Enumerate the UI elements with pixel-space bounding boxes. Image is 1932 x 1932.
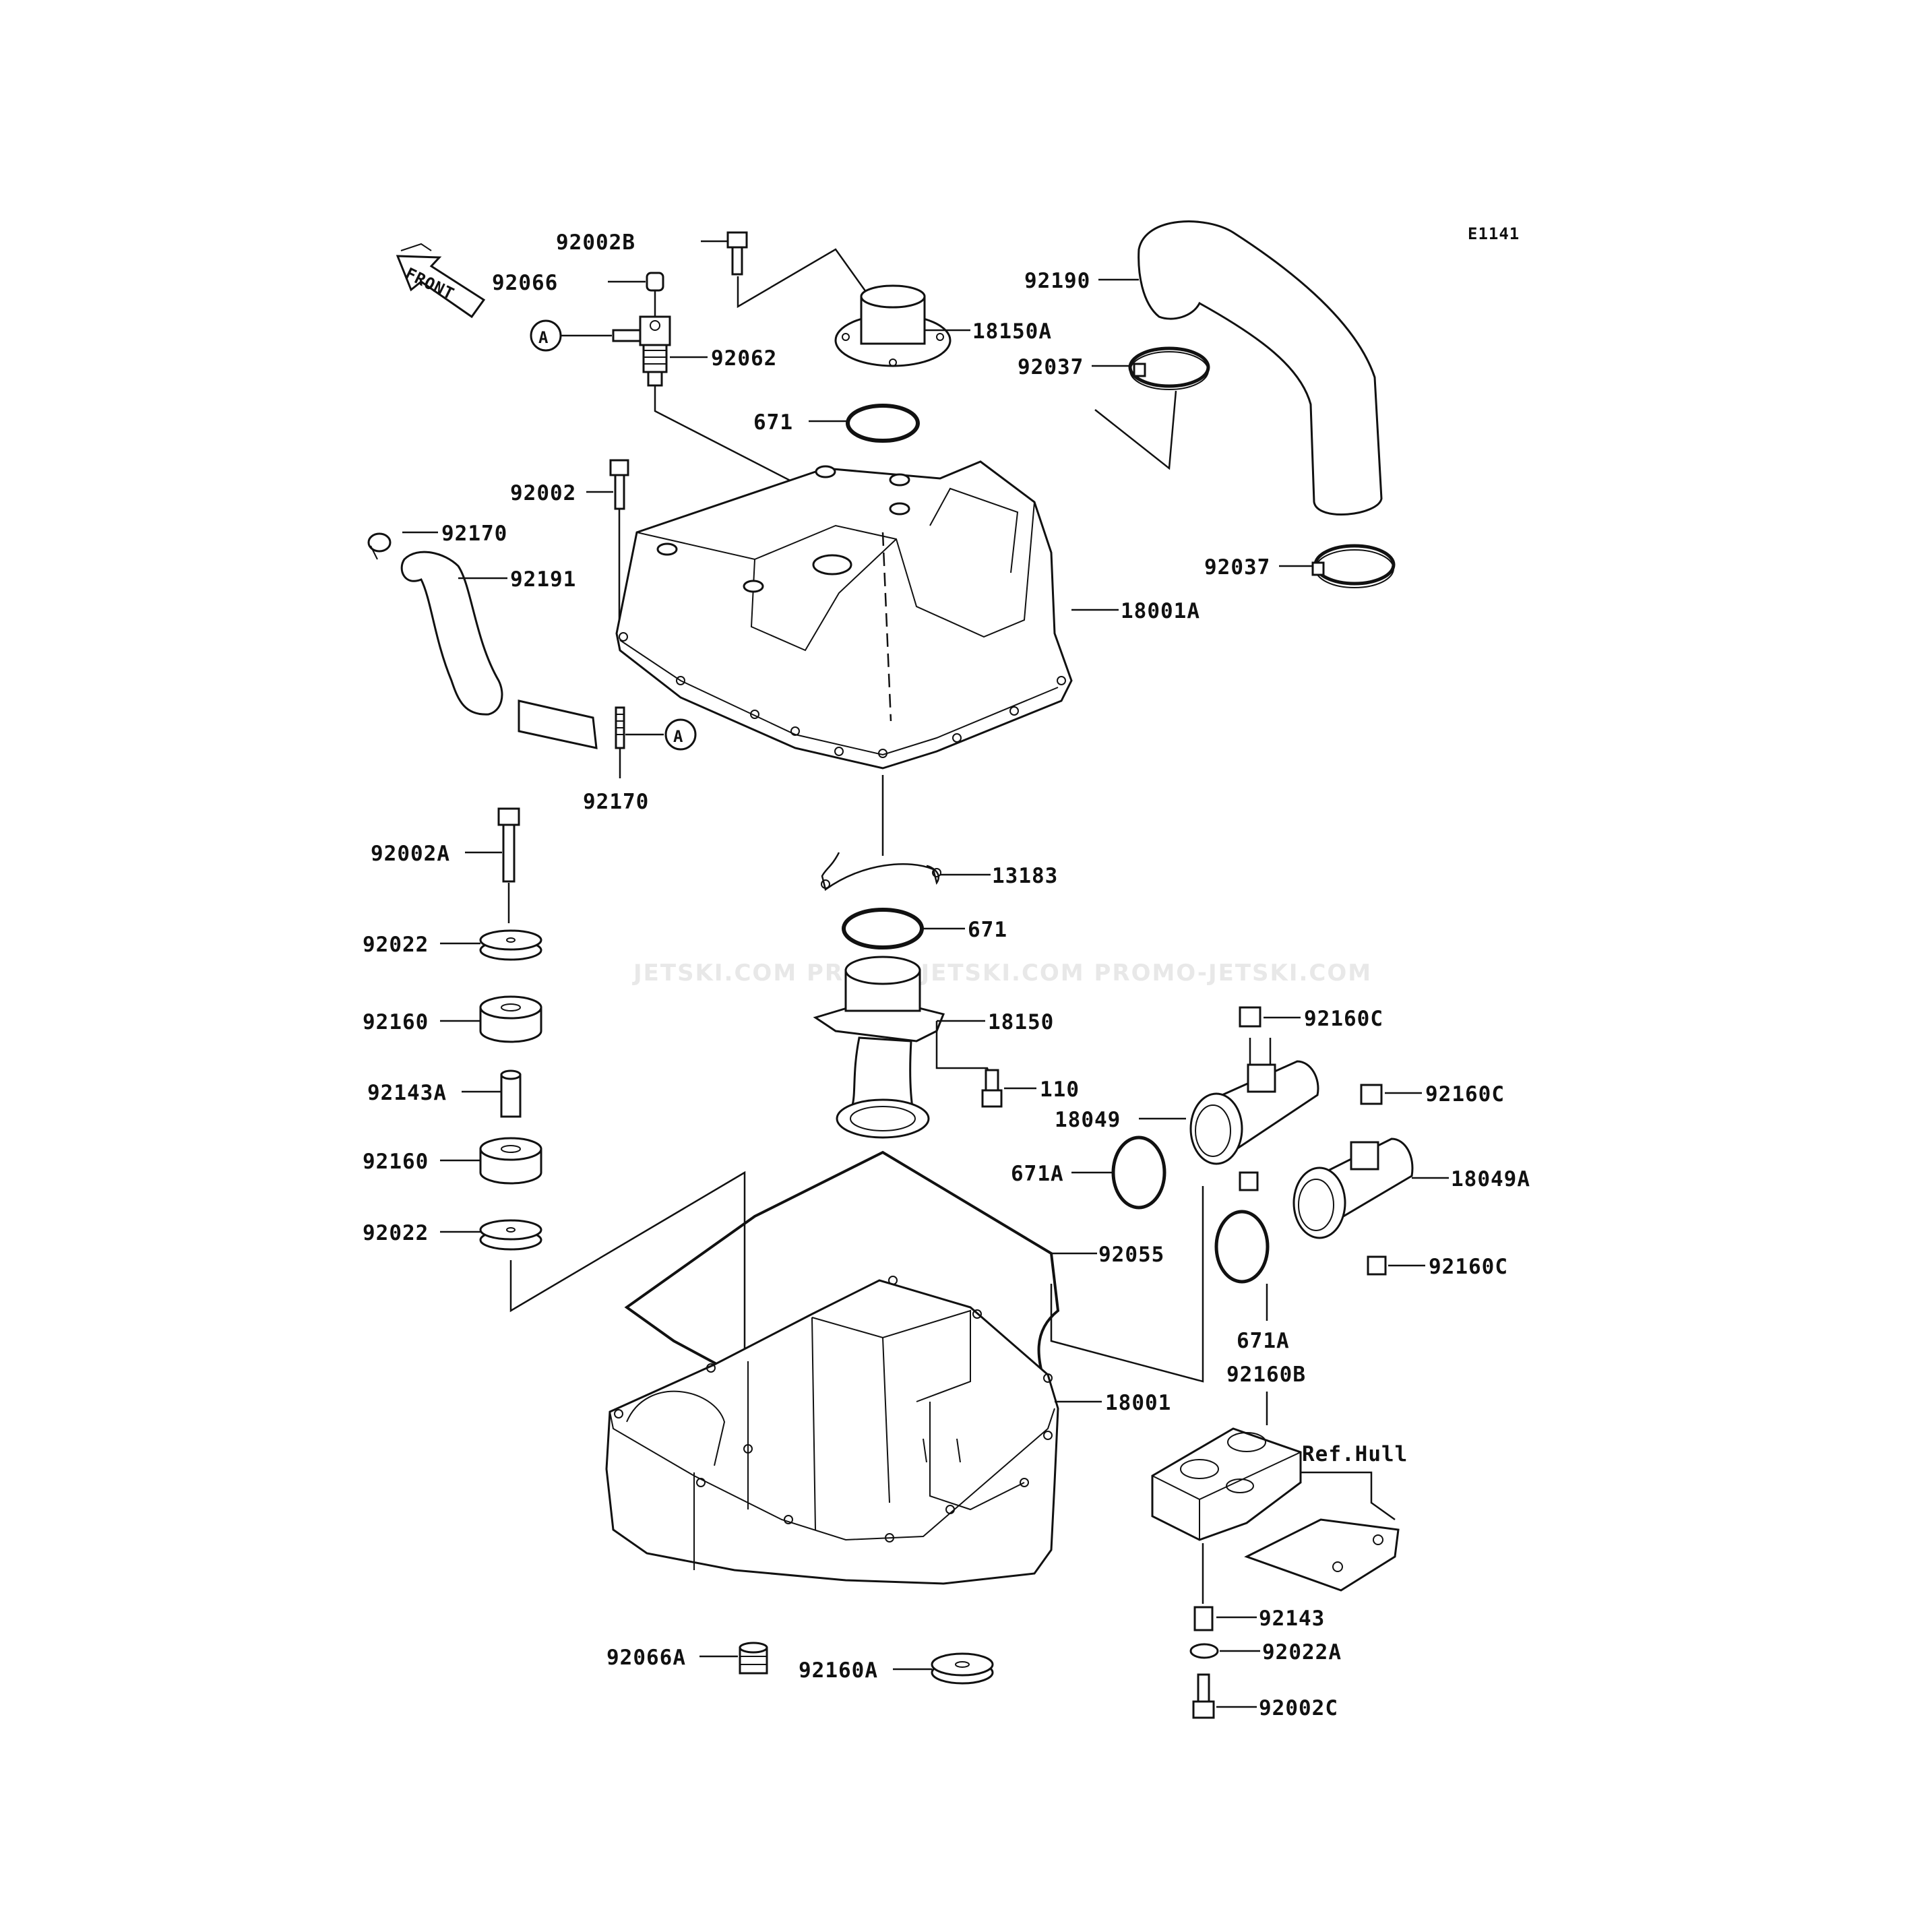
label-18049: 18049	[1055, 1108, 1121, 1132]
pipe-18049A-part	[1292, 1138, 1414, 1239]
label-92143: 92143	[1259, 1607, 1325, 1631]
label-92160-top: 92160	[363, 1010, 429, 1034]
label-671A-left: 671A	[1011, 1162, 1064, 1186]
label-92170-bottom: 92170	[583, 790, 649, 814]
label-18150: 18150	[988, 1010, 1054, 1034]
bolt-92002-part	[609, 459, 629, 510]
hull-bracket-part	[1244, 1518, 1400, 1592]
o-ring-671-top-part	[846, 404, 920, 443]
front-arrow-icon: FRONT	[396, 243, 486, 319]
label-92002: 92002	[510, 481, 576, 505]
label-92002B: 92002B	[556, 230, 635, 255]
label-92002A: 92002A	[371, 842, 450, 866]
air-box-cover-18001A-part	[615, 460, 1073, 770]
bolt-92002B-part	[726, 231, 748, 276]
label-13183: 13183	[992, 864, 1058, 888]
label-92022-bottom: 92022	[363, 1221, 429, 1245]
label-92022A: 92022A	[1262, 1640, 1342, 1664]
label-92037-top: 92037	[1018, 355, 1084, 379]
bracket-92160B-part	[1151, 1427, 1302, 1541]
label-92160C-1: 92160C	[1304, 1007, 1383, 1031]
label-18150A: 18150A	[972, 319, 1052, 344]
label-18001: 18001	[1105, 1391, 1171, 1415]
label-110: 110	[1040, 1078, 1080, 1102]
label-92160B: 92160B	[1226, 1363, 1306, 1387]
ref-hull-label: Ref.Hull	[1302, 1442, 1408, 1466]
collar-92143A-part	[500, 1069, 522, 1118]
o-ring-671A-bottom-part	[1214, 1210, 1270, 1284]
plate-13183-part	[821, 852, 939, 892]
diagram-code: E1141	[1468, 224, 1520, 243]
clamp-92170-top-part	[367, 532, 392, 560]
ref-marker-a-top-text: A	[538, 328, 549, 347]
clip-92160C-2-part	[1360, 1084, 1383, 1105]
o-ring-671A-left-part	[1111, 1135, 1166, 1210]
pipe-18049-part	[1189, 1038, 1319, 1165]
bolt-92002C-part	[1192, 1673, 1215, 1719]
fitting-92062-part	[612, 315, 671, 387]
label-92037-right: 92037	[1204, 555, 1270, 580]
air-box-case-18001-part	[605, 1276, 1059, 1585]
o-ring-671-mid-part	[842, 908, 924, 949]
label-92160C-2: 92160C	[1425, 1082, 1505, 1107]
label-92002C: 92002C	[1259, 1696, 1338, 1720]
hose-92191-end-part	[518, 699, 598, 749]
label-92062: 92062	[711, 346, 777, 371]
damper-92160A-part	[931, 1652, 994, 1685]
ref-marker-a-bottom-text: A	[673, 727, 683, 746]
label-671A-bottom: 671A	[1237, 1329, 1290, 1353]
guide-18150	[935, 1021, 992, 1079]
label-18049A: 18049A	[1451, 1167, 1530, 1191]
clip-92160C-under-18049-part	[1239, 1171, 1259, 1191]
leader-ref-hull	[1301, 1471, 1396, 1521]
label-92143A: 92143A	[367, 1081, 447, 1105]
label-92022-top: 92022	[363, 933, 429, 957]
clamp-92037-right-part	[1311, 544, 1396, 588]
ref-marker-a-bottom	[664, 718, 697, 751]
washer-92022-bottom-part	[479, 1219, 542, 1251]
label-92066A: 92066A	[606, 1646, 686, 1670]
label-92191: 92191	[510, 567, 576, 592]
guide-18049	[1050, 1186, 1204, 1383]
label-92190: 92190	[1024, 269, 1090, 293]
label-92160C-3: 92160C	[1429, 1255, 1508, 1279]
duct-18150-part	[813, 956, 945, 1139]
label-92066: 92066	[492, 271, 558, 295]
label-671-mid: 671	[968, 918, 1007, 942]
cap-18150A-part	[834, 284, 952, 367]
hose-92190-part	[1138, 220, 1383, 516]
guide-left-stack	[509, 1171, 746, 1368]
label-92160A: 92160A	[799, 1658, 878, 1683]
plug-92066A-part	[739, 1642, 768, 1675]
label-18001A: 18001A	[1121, 599, 1200, 623]
label-671-top: 671	[753, 410, 793, 435]
cap-92066-part	[646, 272, 664, 292]
washer-92022-top-part	[479, 929, 542, 961]
clip-92160C-3-part	[1367, 1255, 1387, 1276]
hose-92191-part	[400, 551, 503, 716]
guide-92037-top	[1094, 390, 1177, 470]
damper-92160-bottom-part	[479, 1137, 542, 1185]
label-92170-top: 92170	[441, 522, 507, 546]
washer-92022A-part	[1189, 1643, 1219, 1659]
label-92160-bottom: 92160	[363, 1150, 429, 1174]
bolt-110-part	[981, 1069, 1003, 1108]
damper-92160-top-part	[479, 995, 542, 1043]
clip-92160C-1-part	[1239, 1006, 1261, 1028]
collar-92143-part	[1193, 1606, 1214, 1631]
clamp-92037-top-part	[1128, 346, 1210, 390]
bolt-92002A-part	[497, 807, 520, 883]
watermark: JETSKI.COM PROMO-JETSKI.COM PROMO-JETSKI…	[632, 960, 1372, 987]
label-92055: 92055	[1098, 1243, 1164, 1267]
